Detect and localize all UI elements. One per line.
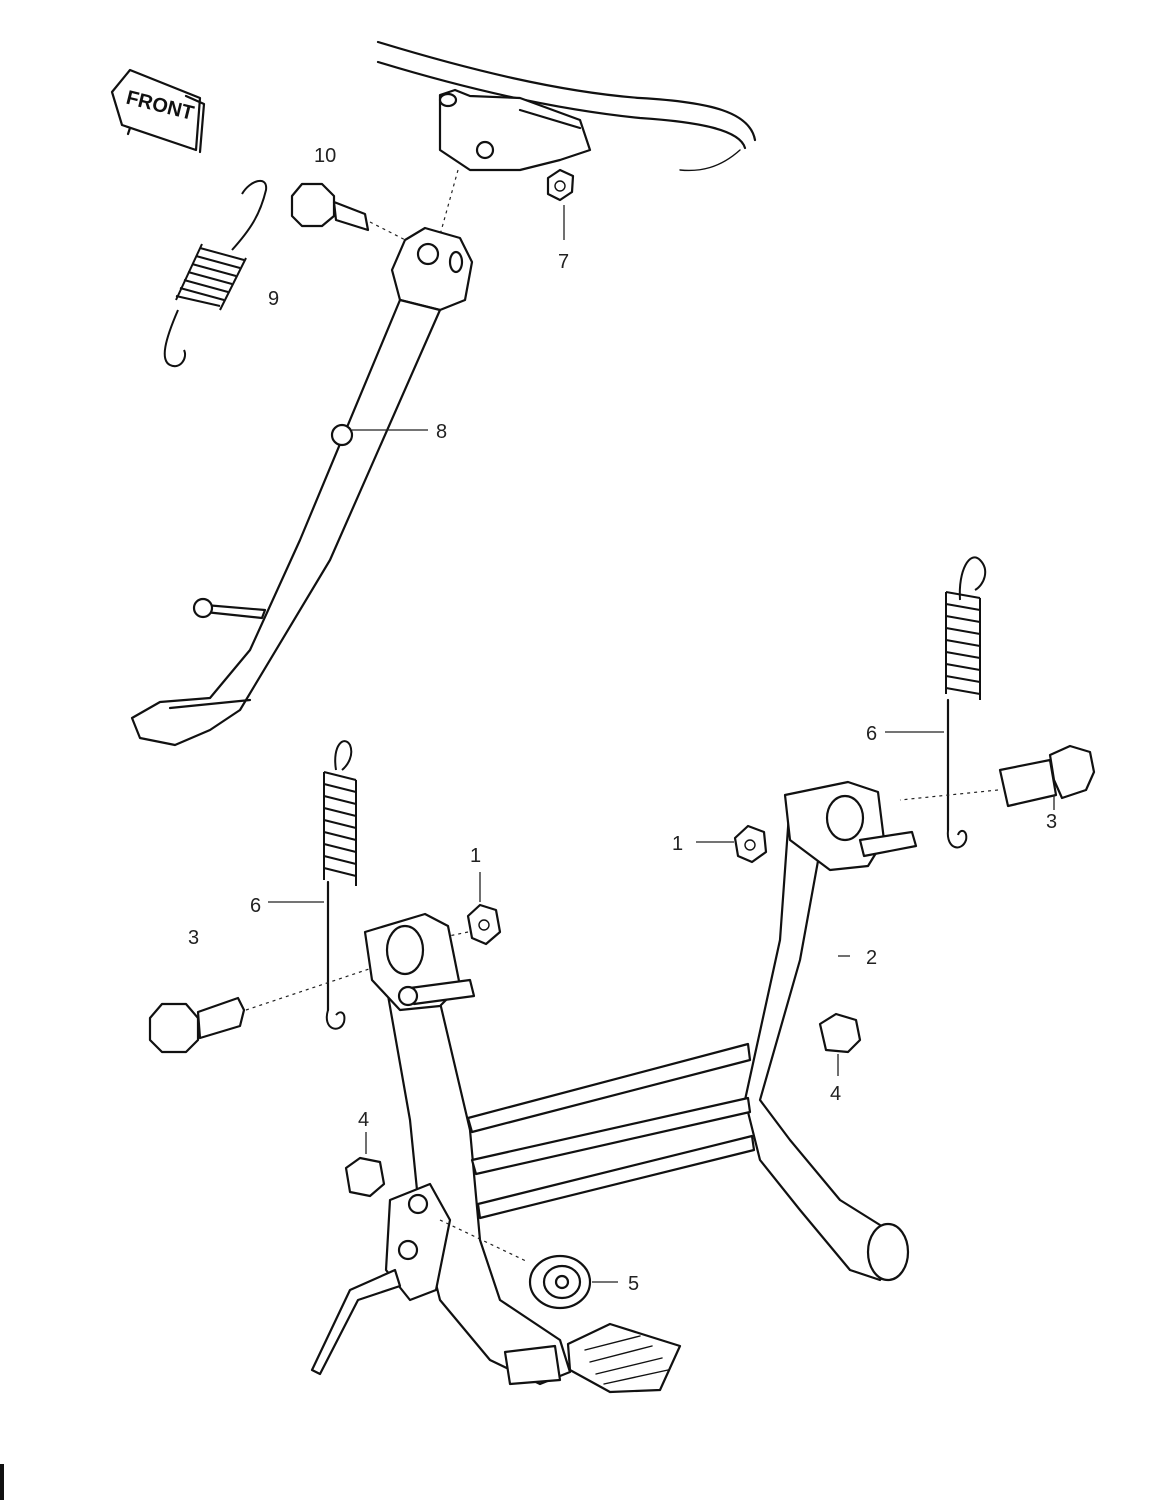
callout-2: 2: [866, 947, 877, 969]
frame-tube: [376, 40, 757, 172]
center-stand-2: [310, 780, 918, 1394]
stopper-4-right: [818, 1012, 862, 1076]
nut-1-left: [419, 872, 502, 946]
callout-5: 5: [628, 1273, 639, 1295]
callout-4-right: 4: [830, 1083, 841, 1105]
callout-9: 9: [268, 288, 279, 310]
front-direction-badge: FRONT: [110, 68, 206, 154]
callout-1-left: 1: [470, 845, 481, 867]
callout-8: 8: [436, 421, 447, 443]
spring-6-right: [885, 556, 987, 849]
callout-6-right: 6: [866, 723, 877, 745]
bolt-10: [290, 182, 426, 251]
callout-7: 7: [558, 251, 569, 273]
callout-6-left: 6: [250, 895, 261, 917]
callout-10: 10: [314, 145, 336, 167]
roller-5: [439, 1219, 618, 1310]
callout-4-left: 4: [358, 1109, 369, 1131]
nut-1-right: [696, 824, 768, 864]
page-edge-mark: [0, 1464, 4, 1500]
spring-6-left: [268, 740, 357, 1030]
callout-3-right: 3: [1046, 811, 1057, 833]
callout-3-left: 3: [188, 927, 199, 949]
callout-1-right: 1: [672, 833, 683, 855]
nut-7: [546, 168, 575, 240]
spring-9: [163, 179, 268, 368]
bolt-3-right: [899, 744, 1096, 810]
bolt-3-left: [148, 965, 379, 1054]
side-stand-8: [130, 226, 474, 747]
stopper-4-left: [344, 1132, 386, 1198]
